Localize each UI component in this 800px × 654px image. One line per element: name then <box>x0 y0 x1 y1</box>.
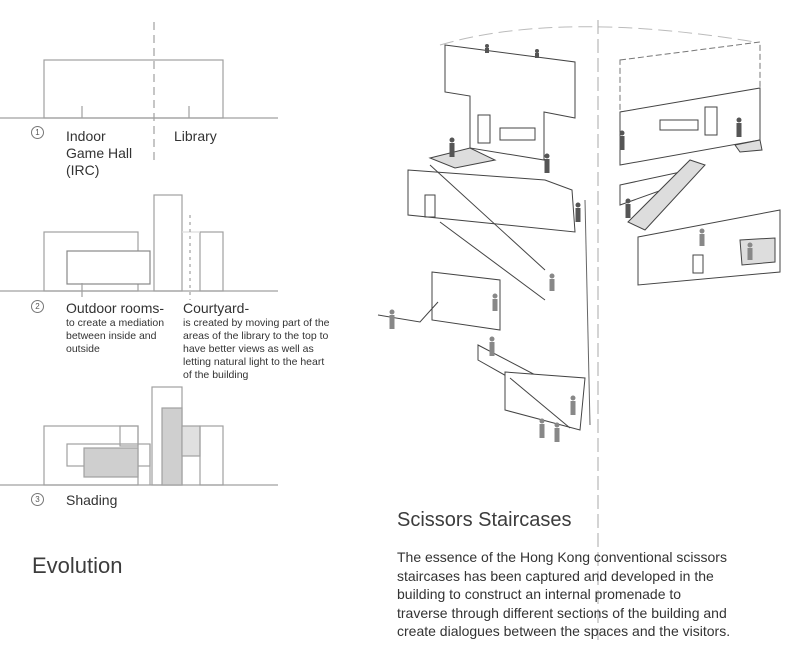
window <box>477 114 491 144</box>
person-figure <box>539 418 545 438</box>
person-figure <box>485 44 489 53</box>
outdoor-rooms-heading: Outdoor rooms- <box>66 300 165 316</box>
step-3-diagram <box>0 386 278 486</box>
stair-line <box>377 301 439 323</box>
courtyard-desc: is created by moving part of the areas o… <box>183 317 330 382</box>
library-block <box>199 231 224 292</box>
stair-rail <box>429 164 546 271</box>
stair-flight <box>439 221 546 301</box>
person-figure <box>389 309 395 329</box>
hall-notch <box>119 425 139 447</box>
person-figure <box>570 395 576 415</box>
desc-line: of the building <box>183 369 249 381</box>
desc-line: between inside and <box>66 330 157 342</box>
window <box>659 119 699 131</box>
person-figure <box>535 49 539 58</box>
desc-line: create dialogues between the spaces and … <box>397 623 731 640</box>
landing <box>428 147 497 169</box>
middle-wall-left <box>407 169 576 233</box>
label-shading: Shading <box>66 492 118 508</box>
step-2-diagram <box>0 194 278 300</box>
building-massing <box>43 59 224 119</box>
stair-flight-right <box>627 159 706 231</box>
door <box>692 254 704 274</box>
desc-line: have better views as well as <box>183 343 314 355</box>
step-number-1: 1 <box>31 126 44 139</box>
step-1-diagram <box>0 22 278 160</box>
window <box>704 106 718 136</box>
person-figure <box>549 273 555 291</box>
desc-line: traverse through different sections of t… <box>397 604 727 621</box>
person-figure <box>449 137 455 157</box>
desc-line: staircases has been captured and develop… <box>397 567 714 584</box>
library-tower <box>153 194 183 292</box>
people-figures <box>389 44 753 442</box>
outdoor-room <box>66 250 151 285</box>
scissors-staircases-description: The essence of the Hong Kong conventiona… <box>397 548 797 641</box>
library-block <box>199 425 224 486</box>
person-figure <box>747 242 753 260</box>
desc-line: to create a mediation <box>66 317 165 329</box>
label-line: (IRC) <box>66 162 100 178</box>
lower-room <box>431 271 501 331</box>
lower-stair-rail <box>509 377 571 429</box>
desc-line: is created by moving part of the <box>183 317 330 329</box>
person-figure <box>736 117 742 137</box>
person-figure <box>489 336 495 356</box>
lower-stair-room <box>504 371 586 431</box>
person-figure <box>619 130 625 150</box>
upper-wall-left <box>444 44 576 161</box>
person-figure <box>544 153 550 173</box>
evolution-title: Evolution <box>32 553 123 578</box>
desc-line: letting natural light to the heart <box>183 356 325 368</box>
person-figure <box>554 422 560 442</box>
person-figure <box>625 198 631 218</box>
outdoor-rooms-desc: to create a mediation between inside and… <box>66 317 164 356</box>
step-number-2: 2 <box>31 300 44 313</box>
label-indoor-game-hall: Indoor Game Hall (IRC) <box>66 128 132 179</box>
person-figure <box>492 293 498 311</box>
desc-line: The essence of the Hong Kong conventiona… <box>397 549 727 565</box>
shading-screen-1 <box>83 447 139 478</box>
lower-wall-right <box>637 209 781 286</box>
desc-line: outside <box>66 343 100 355</box>
step-number-3: 3 <box>31 493 44 506</box>
person-figure <box>699 228 705 246</box>
lower-landing-right <box>739 237 776 266</box>
person-figure <box>575 202 581 222</box>
label-library: Library <box>174 128 217 144</box>
vertical-edge <box>584 199 591 426</box>
courtyard-heading: Courtyard- <box>183 300 250 316</box>
label-line: Indoor <box>66 128 106 144</box>
roof-arc <box>439 26 756 46</box>
scissors-staircases-title: Scissors Staircases <box>397 509 572 531</box>
door <box>424 194 436 218</box>
landing <box>734 139 763 153</box>
desc-line: building to construct an internal promen… <box>397 586 682 603</box>
window <box>499 127 536 141</box>
desc-line: areas of the library to the top to <box>183 330 329 342</box>
label-line: Game Hall <box>66 145 133 161</box>
